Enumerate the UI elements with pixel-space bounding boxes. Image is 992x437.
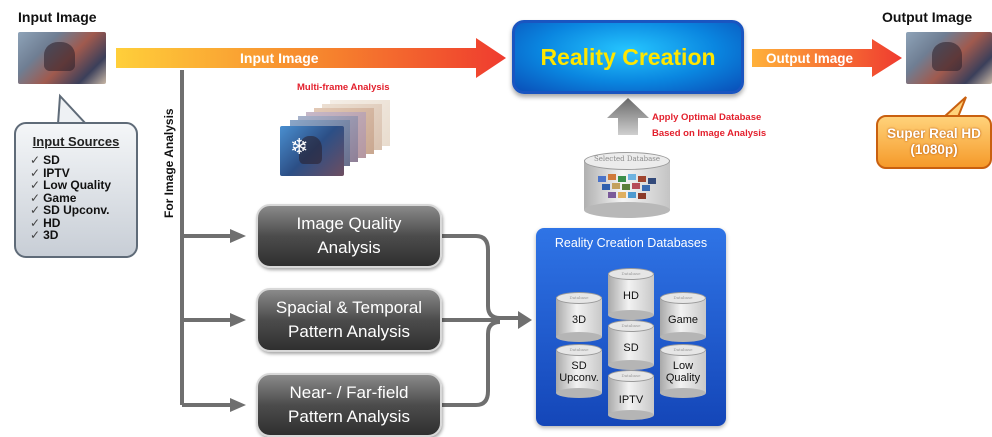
reality-creation-box: Reality Creation	[512, 20, 744, 94]
multi-frame-label: Multi-frame Analysis	[297, 82, 390, 93]
database-cylinder-iptv: Database IPTV	[608, 370, 654, 420]
branch-arrowhead-2	[230, 313, 246, 327]
source-item-3d: ✓3D	[30, 228, 59, 242]
databases-panel-title: Reality Creation Databases	[554, 236, 708, 250]
source-item-iptv: ✓IPTV	[30, 165, 70, 180]
selected-database-caption: Selected Database	[593, 155, 661, 163]
merge-brace	[442, 234, 520, 407]
main-input-arrow	[116, 38, 506, 78]
main-arrow-label: Input Image	[240, 50, 319, 66]
output-image-title: Output Image	[882, 9, 973, 25]
input-sources-title: Input Sources	[32, 134, 120, 149]
analysis-feed-lines	[180, 70, 230, 407]
database-cylinder-hd: Database HD	[608, 268, 654, 320]
input-image-title: Input Image	[18, 9, 97, 25]
source-item-sd-upconv: ✓SD Upconv.	[30, 203, 110, 217]
reality-creation-databases-panel: Reality Creation Databases Database HD D…	[536, 228, 726, 426]
selected-database-cylinder: Selected Database	[584, 152, 670, 218]
input-sources-bubble: Input Sources ✓SD ✓IPTV ✓Low Quality ✓Ga…	[14, 122, 138, 258]
output-arrow-label: Output Image	[766, 51, 853, 66]
database-cylinder-low-quality: Database Low Quality	[660, 344, 706, 398]
database-cylinder-3d: Database 3D	[556, 292, 602, 342]
output-bubble-pointer	[941, 96, 967, 118]
database-cylinder-sd: Database SD	[608, 320, 654, 370]
source-item-game: ✓Game	[30, 190, 77, 205]
input-sources-list: ✓SD ✓IPTV ✓Low Quality ✓Game ✓SD Upconv.…	[30, 154, 111, 242]
output-arrow	[752, 39, 902, 77]
branch-arrowhead-1	[230, 229, 246, 243]
super-real-hd-badge: Super Real HD (1080p)	[876, 115, 992, 169]
output-thumbnail	[906, 32, 992, 84]
source-item-hd: ✓HD	[30, 215, 61, 230]
database-cylinder-game: Database Game	[660, 292, 706, 342]
sources-bubble-pointer	[56, 93, 89, 125]
merge-arrowhead	[518, 311, 532, 329]
apply-database-label: Apply Optimal Database Based on Image An…	[652, 112, 767, 139]
input-thumbnail	[18, 32, 106, 84]
branch-arrowhead-3	[230, 398, 246, 412]
for-image-analysis-label: For Image Analysis	[162, 108, 176, 218]
source-item-sd: ✓SD	[30, 153, 60, 167]
source-item-low-quality: ✓Low Quality	[30, 178, 112, 192]
snowflake-icon: ❄	[290, 134, 309, 159]
apply-database-arrow	[607, 98, 649, 135]
database-cylinder-sd-upconv: Database SD Upconv.	[556, 344, 602, 398]
